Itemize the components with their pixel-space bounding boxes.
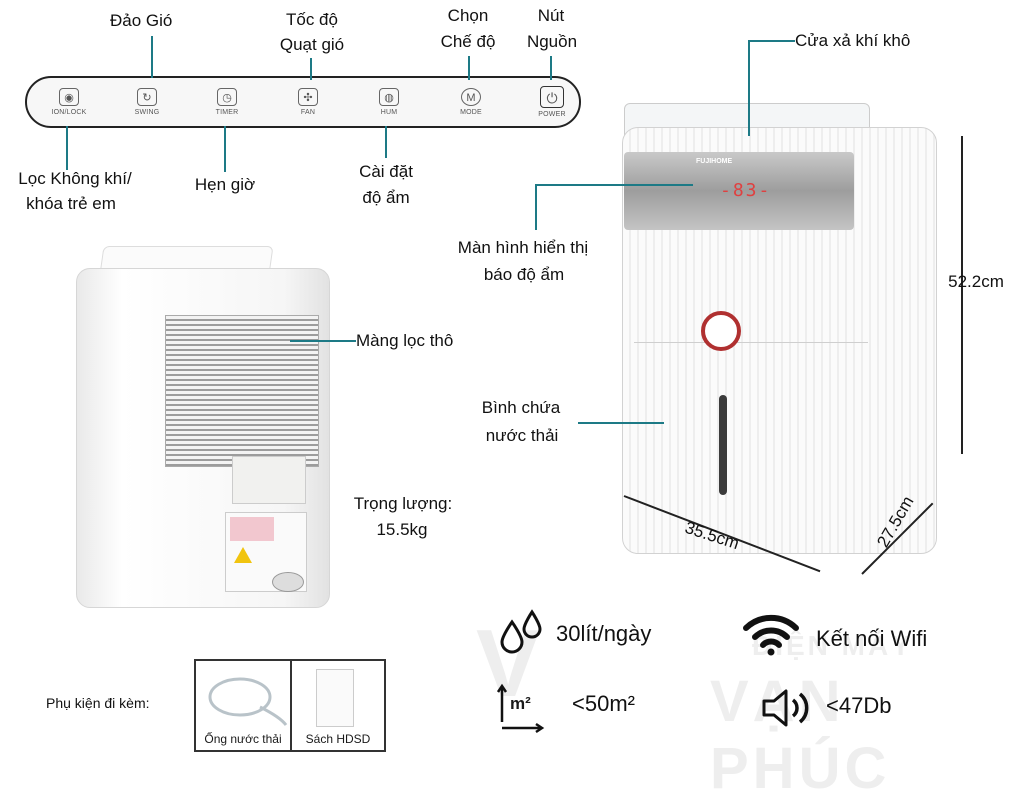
humidity-button: ◍ HUM bbox=[361, 88, 417, 116]
accessory-manual: Sách HDSD bbox=[290, 659, 386, 752]
area-icon-text: m² bbox=[510, 694, 531, 713]
watermark-line2: VẠN PHÚC bbox=[710, 669, 891, 801]
quality-badge bbox=[701, 311, 741, 351]
label-man-hinh-2: báo độ ẩm bbox=[483, 265, 565, 284]
label-man-hinh-1: Màn hình hiển thị bbox=[457, 238, 589, 257]
spec-noise: <47Db bbox=[826, 693, 892, 718]
fan-button: ✣ FAN bbox=[280, 88, 336, 116]
label-chon-1: Chọn bbox=[447, 6, 489, 25]
label-dao-gio: Đảo Gió bbox=[110, 11, 173, 30]
ion-lock-button: ◉ ION/LOCK bbox=[41, 88, 97, 116]
accessory-label-manual: Sách HDSD bbox=[305, 732, 371, 746]
label-hen-gio: Hẹn giờ bbox=[194, 175, 256, 194]
label-chon-2: Chế độ bbox=[440, 32, 496, 51]
sticker-pink-patch bbox=[230, 517, 274, 541]
speaker-icon bbox=[760, 686, 814, 735]
label-trong-luong-2: 15.5kg bbox=[376, 520, 428, 539]
hose-icon bbox=[208, 677, 288, 726]
label-nut-2: Nguồn bbox=[526, 32, 578, 51]
back-warning-sticker bbox=[225, 512, 307, 592]
leader-nut-nguon bbox=[550, 56, 552, 80]
water-tank-seam bbox=[634, 342, 868, 343]
spec-capacity: 30lít/ngày bbox=[556, 621, 652, 646]
leader-binh-chua bbox=[578, 422, 664, 424]
fan-caption: FAN bbox=[300, 109, 316, 116]
back-sticker-label bbox=[232, 456, 306, 504]
label-cua-xa: Cửa xả khí khô bbox=[795, 31, 911, 50]
warning-triangle-icon bbox=[234, 547, 252, 563]
leader-chon-che-do bbox=[468, 56, 470, 80]
drain-outlet bbox=[272, 572, 304, 592]
label-loc-2: khóa trẻ em bbox=[26, 194, 116, 213]
coarse-filter-grille bbox=[165, 315, 319, 467]
control-panel-diagram bbox=[25, 76, 581, 128]
leader-mang-loc bbox=[290, 340, 356, 342]
timer-button: ◷ TIMER bbox=[199, 88, 255, 116]
leader-toc-do bbox=[310, 58, 312, 80]
area-icon: m² bbox=[496, 682, 548, 734]
label-mang-loc: Màng lọc thô bbox=[356, 331, 454, 350]
label-nut-1: Nút bbox=[537, 6, 565, 25]
manual-book-icon bbox=[316, 669, 354, 727]
leader-cua-xa-v bbox=[748, 40, 750, 136]
spec-area: <50m² bbox=[572, 691, 635, 716]
swing-icon: ↻ bbox=[137, 88, 157, 106]
fan-icon: ✣ bbox=[298, 88, 318, 106]
accessories-title: Phụ kiện đi kèm: bbox=[46, 695, 150, 711]
mode-icon: M bbox=[461, 88, 481, 106]
mode-caption: MODE bbox=[460, 109, 482, 116]
height-dimension-line bbox=[961, 136, 963, 454]
power-icon: ⏻ bbox=[540, 86, 564, 108]
label-trong-luong-1: Trọng lượng: bbox=[353, 494, 453, 513]
power-button: ⏻ POWER bbox=[524, 86, 580, 118]
ion-lock-caption: ION/LOCK bbox=[51, 109, 87, 116]
label-cai-dat-1: Cài đặt bbox=[359, 162, 413, 181]
accessory-label-hose: Ống nước thải bbox=[204, 732, 282, 746]
mode-button: M MODE bbox=[443, 88, 499, 116]
ion-lock-icon: ◉ bbox=[59, 88, 79, 106]
leader-man-hinh-h bbox=[535, 184, 693, 186]
dim-height: 52.2cm bbox=[948, 272, 1004, 291]
humidity-caption: HUM bbox=[380, 109, 398, 116]
leader-dao-gio bbox=[151, 36, 153, 78]
label-loc-1: Lọc Không khí/ bbox=[18, 169, 132, 188]
watermark-logo: V bbox=[476, 610, 541, 717]
leader-cua-xa-h bbox=[748, 40, 795, 42]
timer-caption: TIMER bbox=[215, 109, 239, 116]
wifi-icon bbox=[742, 612, 800, 661]
spec-wifi: Kết nối Wifi bbox=[816, 626, 928, 651]
power-caption: POWER bbox=[538, 111, 566, 118]
accessory-drain-hose: Ống nước thải bbox=[194, 659, 292, 752]
label-binh-1: Bình chứa bbox=[481, 398, 561, 417]
swing-button: ↻ SWING bbox=[119, 88, 175, 116]
leader-man-hinh-v bbox=[535, 184, 537, 230]
label-toc-do-1: Tốc độ bbox=[286, 10, 338, 29]
swing-caption: SWING bbox=[134, 109, 160, 116]
display-band: FUJIHOME -83- bbox=[624, 152, 854, 230]
label-binh-2: nước thải bbox=[485, 426, 559, 445]
leader-hen-gio bbox=[224, 126, 226, 172]
humidity-display: -83- bbox=[720, 180, 772, 201]
brand-logo: FUJIHOME bbox=[696, 158, 733, 165]
timer-icon: ◷ bbox=[217, 88, 237, 106]
leader-cai-dat bbox=[385, 126, 387, 158]
humidity-icon: ◍ bbox=[379, 88, 399, 106]
label-toc-do-2: Quạt gió bbox=[279, 35, 345, 54]
leader-loc-khi bbox=[66, 126, 68, 170]
water-drop-icon bbox=[498, 606, 546, 659]
water-level-window bbox=[719, 395, 727, 495]
label-cai-dat-2: độ ẩm bbox=[362, 188, 410, 207]
